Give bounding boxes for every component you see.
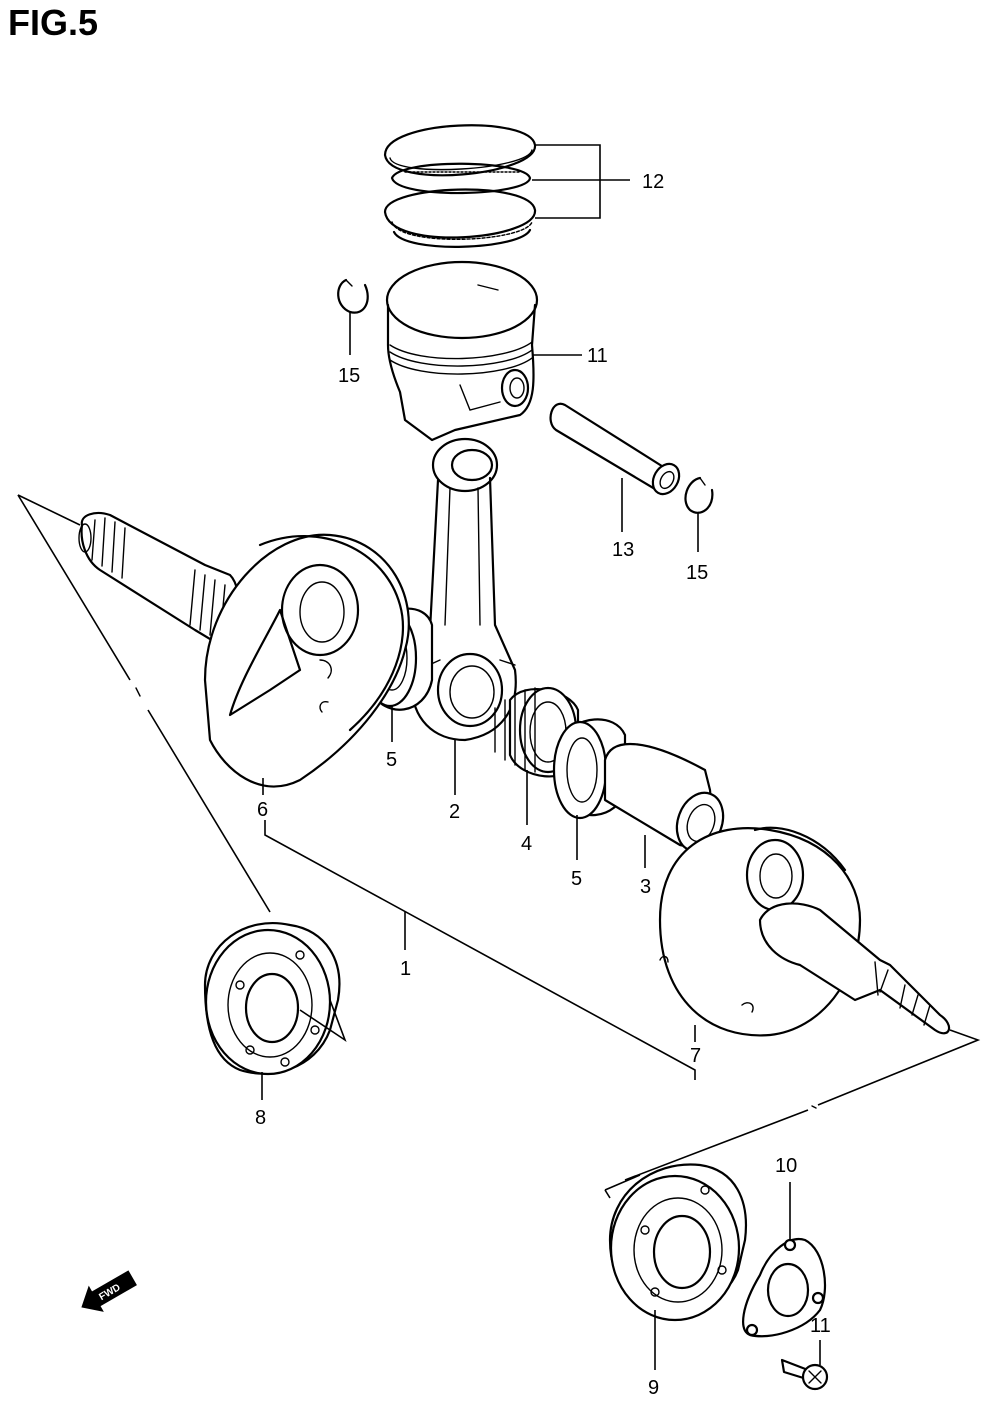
callout-6: 6 bbox=[257, 799, 268, 821]
callout-12: 11 bbox=[587, 345, 608, 367]
left-crankshaft-half bbox=[78, 511, 410, 788]
callout-1: 1 bbox=[400, 958, 411, 980]
right-main-bearing bbox=[608, 1163, 747, 1322]
right-crankshaft-half bbox=[658, 826, 951, 1037]
forward-arrow-icon bbox=[81, 1270, 137, 1312]
left-main-bearing bbox=[203, 922, 341, 1076]
callout-5-right: 5 bbox=[571, 868, 582, 890]
screw bbox=[780, 1358, 829, 1391]
callout-14: 13 bbox=[612, 539, 634, 561]
connecting-rod bbox=[410, 437, 517, 742]
callout-10: 10 bbox=[775, 1155, 797, 1177]
callout-15-left: 15 bbox=[338, 365, 360, 387]
callout-5-left: 5 bbox=[386, 749, 397, 771]
callout-4: 4 bbox=[521, 833, 532, 855]
circlip-right bbox=[684, 476, 714, 514]
leader-lines bbox=[261, 144, 821, 1370]
callout-13: 12 bbox=[642, 171, 664, 193]
callout-7: 7 bbox=[690, 1045, 701, 1067]
callout-8: 8 bbox=[255, 1107, 266, 1129]
piston-rings bbox=[383, 124, 537, 248]
figure-title: FIG.5 bbox=[8, 2, 99, 43]
callout-11-text: 11 bbox=[810, 1315, 831, 1337]
callout-3: 3 bbox=[640, 876, 651, 898]
fwd-indicator: FWD bbox=[81, 1270, 137, 1312]
piston bbox=[385, 260, 539, 442]
piston-pin bbox=[549, 402, 681, 496]
alignment-lines bbox=[17, 494, 981, 1199]
bearing-retainer bbox=[742, 1237, 827, 1338]
callout-9: 9 bbox=[648, 1377, 659, 1399]
callout-2: 2 bbox=[449, 801, 460, 823]
callout-15-right: 15 bbox=[686, 562, 708, 584]
callout-labels: 12 11 15 13 15 5 6 2 4 5 3 1 7 8 10 11 1… bbox=[255, 171, 797, 1399]
circlip-left bbox=[337, 278, 369, 314]
